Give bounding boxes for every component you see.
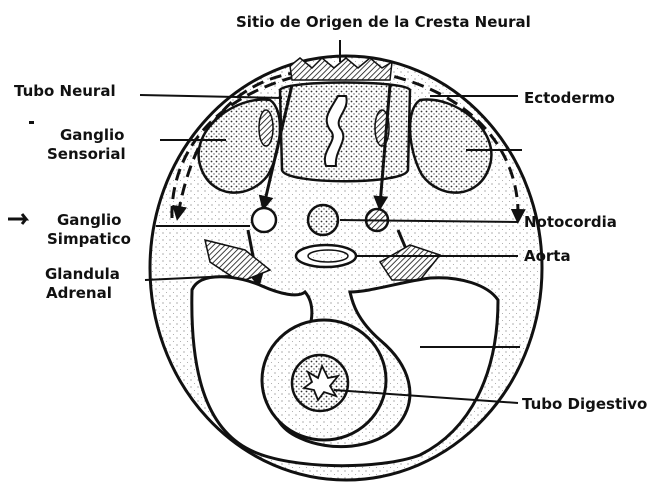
- label-aorta: Aorta: [524, 248, 571, 264]
- label-sympathetic-ganglion-line1: Ganglio: [57, 212, 121, 228]
- label-neural-crest-origin: Sitio de Origen de la Cresta Neural: [236, 14, 531, 30]
- label-sensory-ganglion-line1: Ganglio: [60, 127, 124, 143]
- sympathetic-ganglion-left: [252, 208, 276, 232]
- label-adrenal-gland-line1: Glandula: [45, 266, 120, 282]
- label-adrenal-gland-line2: Adrenal: [46, 285, 112, 301]
- label-neural-tube: Tubo Neural: [14, 83, 116, 99]
- label-sympathetic-ganglion-line2: Simpatico: [47, 231, 131, 247]
- label-notochord: Notocordia: [524, 214, 617, 230]
- aorta-inner: [308, 250, 348, 262]
- label-sensory-ganglion-line2: Sensorial: [47, 146, 126, 162]
- notochord: [308, 205, 338, 235]
- label-digestive-tube: Tubo Digestivo: [522, 396, 647, 412]
- scan-mark: [29, 121, 34, 124]
- sensory-ganglion-left-inner: [259, 110, 273, 146]
- label-ectoderm: Ectodermo: [524, 90, 615, 106]
- scan-arrow-mark: [8, 214, 26, 224]
